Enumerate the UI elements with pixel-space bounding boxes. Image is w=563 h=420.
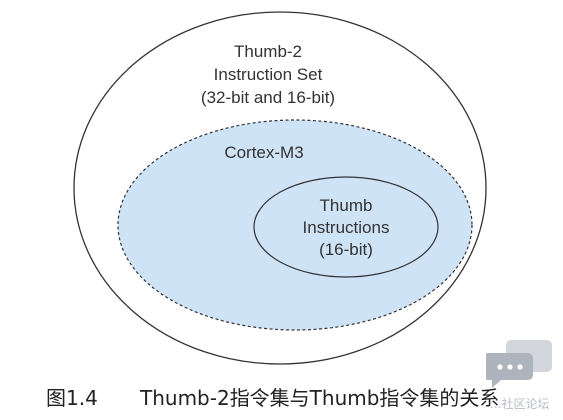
thumb-label-line-1: Thumb	[320, 196, 373, 215]
chat-bubble-icon	[486, 340, 552, 388]
thumb2-label-line-2: Instruction Set	[214, 65, 323, 84]
thumb-instructions-ellipse	[253, 176, 439, 278]
thumb-label-line-3: (16-bit)	[319, 240, 373, 259]
figure-caption-text: Thumb-2指令集与Thumb指令集的关系	[140, 386, 500, 410]
cortex-m3-ellipse	[117, 119, 473, 331]
cortex-m3-label: Cortex-M3	[224, 143, 303, 162]
thumb2-label-line-1: Thumb-2	[234, 42, 302, 61]
venn-diagram: Thumb-2 Instruction Set (32-bit and 16-b…	[73, 11, 487, 365]
thumb-label-line-2: Instructions	[303, 218, 390, 237]
figure-number: 图1.4	[46, 386, 98, 410]
figure-caption: 图1.4 Thumb-2指令集与Thumb指令集的关系	[46, 383, 499, 413]
thumb2-label-line-3: (32-bit and 16-bit)	[201, 88, 335, 107]
watermark-text: ...社区论坛	[490, 397, 550, 411]
